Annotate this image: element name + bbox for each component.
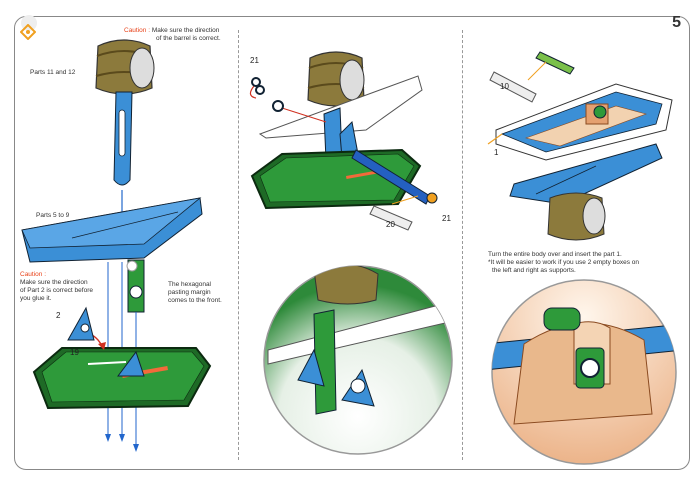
column-divider-1 (238, 30, 239, 460)
part-2-label: 2 (56, 311, 61, 320)
detail-zoom-circle-right (491, 279, 677, 465)
page-number: 5 (672, 14, 681, 31)
part-10-label: 10 (500, 82, 509, 91)
part-2-piece (67, 306, 95, 341)
barrel (95, 39, 155, 95)
part-21-label-bottom: 21 (442, 214, 451, 223)
part-20-label: 20 (386, 220, 395, 229)
label-parts-11-12: Parts 11 and 12 (30, 69, 76, 76)
step-icon (20, 24, 36, 40)
assembly-illustration-body (487, 51, 673, 241)
column-divider-2 (462, 30, 463, 460)
barrel-stand-illustration (21, 39, 212, 452)
caution-part2: Caution : Make sure the direction of Par… (20, 271, 93, 302)
assembly-illustration-top (249, 51, 438, 231)
instruction-turn-body: Turn the entire body over and insert the… (488, 251, 640, 274)
part-1-label: 1 (494, 148, 499, 157)
detail-zoom-circle-left (263, 265, 453, 455)
caution-barrel: Caution : Make sure the direction of the… (124, 27, 221, 42)
part-19-label: 19 (70, 348, 79, 357)
label-parts-5-9: Parts 5 to 9 (36, 212, 70, 219)
note-hexagonal-margin: The hexagonal pasting margin comes to th… (168, 281, 222, 304)
part-21-label-top: 21 (250, 56, 259, 65)
